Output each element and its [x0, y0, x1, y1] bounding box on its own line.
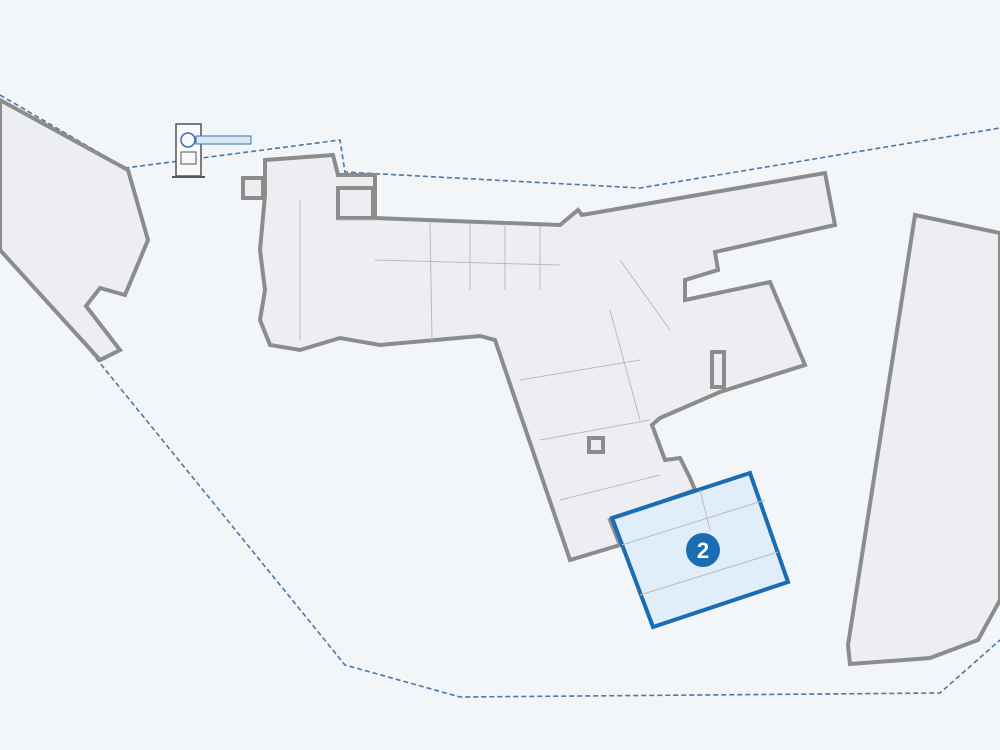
building-right[interactable]: [845, 212, 1000, 667]
elevator-block: [336, 186, 375, 220]
parking-entrance-icon[interactable]: [172, 123, 252, 178]
shaft-block: [710, 350, 726, 389]
column-block: [587, 436, 605, 454]
highlighted-area-2[interactable]: 2: [609, 470, 791, 630]
stair-block: [241, 176, 265, 200]
area-marker-label: 2: [697, 538, 709, 563]
room-lines: [299, 200, 671, 501]
building-main[interactable]: [257, 152, 838, 563]
building-left[interactable]: [0, 97, 151, 363]
site-boundary-lower: [0, 239, 1000, 698]
site-boundary: [0, 94, 1000, 189]
area-marker[interactable]: [686, 533, 720, 567]
